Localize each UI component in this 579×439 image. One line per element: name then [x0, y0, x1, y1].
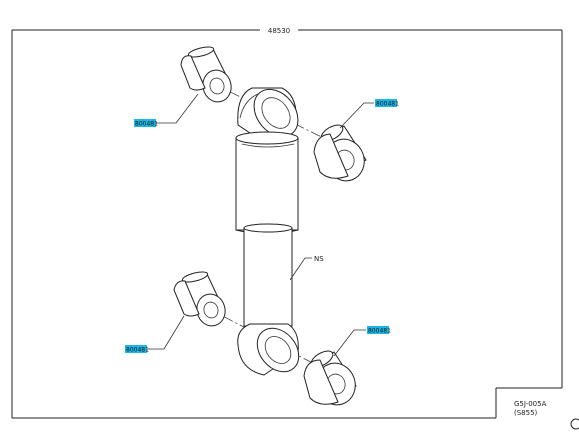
callout-code-lower-right: 800481 — [368, 328, 391, 335]
assembly-code: 48530 — [268, 27, 290, 35]
bushing-lower-left — [173, 271, 226, 327]
bushing-lower-right — [303, 350, 357, 406]
callout-lower-right: 800481 — [367, 326, 391, 335]
callout-upper-left: 800481 — [134, 119, 158, 128]
edge-circle-mark — [570, 418, 579, 430]
shock-upper-eye — [237, 87, 299, 146]
leader-lines — [148, 93, 374, 357]
callout-upper-right: 800481 — [375, 99, 399, 108]
shock-inner-tube — [243, 223, 293, 330]
callout-code-upper-left: 800481 — [135, 121, 158, 128]
callout-lower-left: 800481 — [125, 345, 149, 354]
reference-subcode: (S855) — [514, 409, 538, 417]
callout-highlight — [125, 345, 147, 353]
callout-code-lower-left: 800481 — [126, 347, 149, 354]
callout-highlight — [367, 326, 389, 334]
bushing-upper-right — [313, 124, 367, 182]
shock-outer-tube — [235, 131, 299, 235]
callout-code-upper-right: 800481 — [376, 101, 399, 108]
bushing-upper-left — [180, 46, 232, 103]
shock-lower-eye — [237, 323, 300, 376]
callout-highlight — [134, 119, 156, 127]
callout-highlight — [375, 99, 397, 107]
reference-code: G5J-005A — [514, 400, 547, 408]
diagram-frame — [11, 29, 563, 419]
part-label-ns: NS — [314, 255, 324, 263]
